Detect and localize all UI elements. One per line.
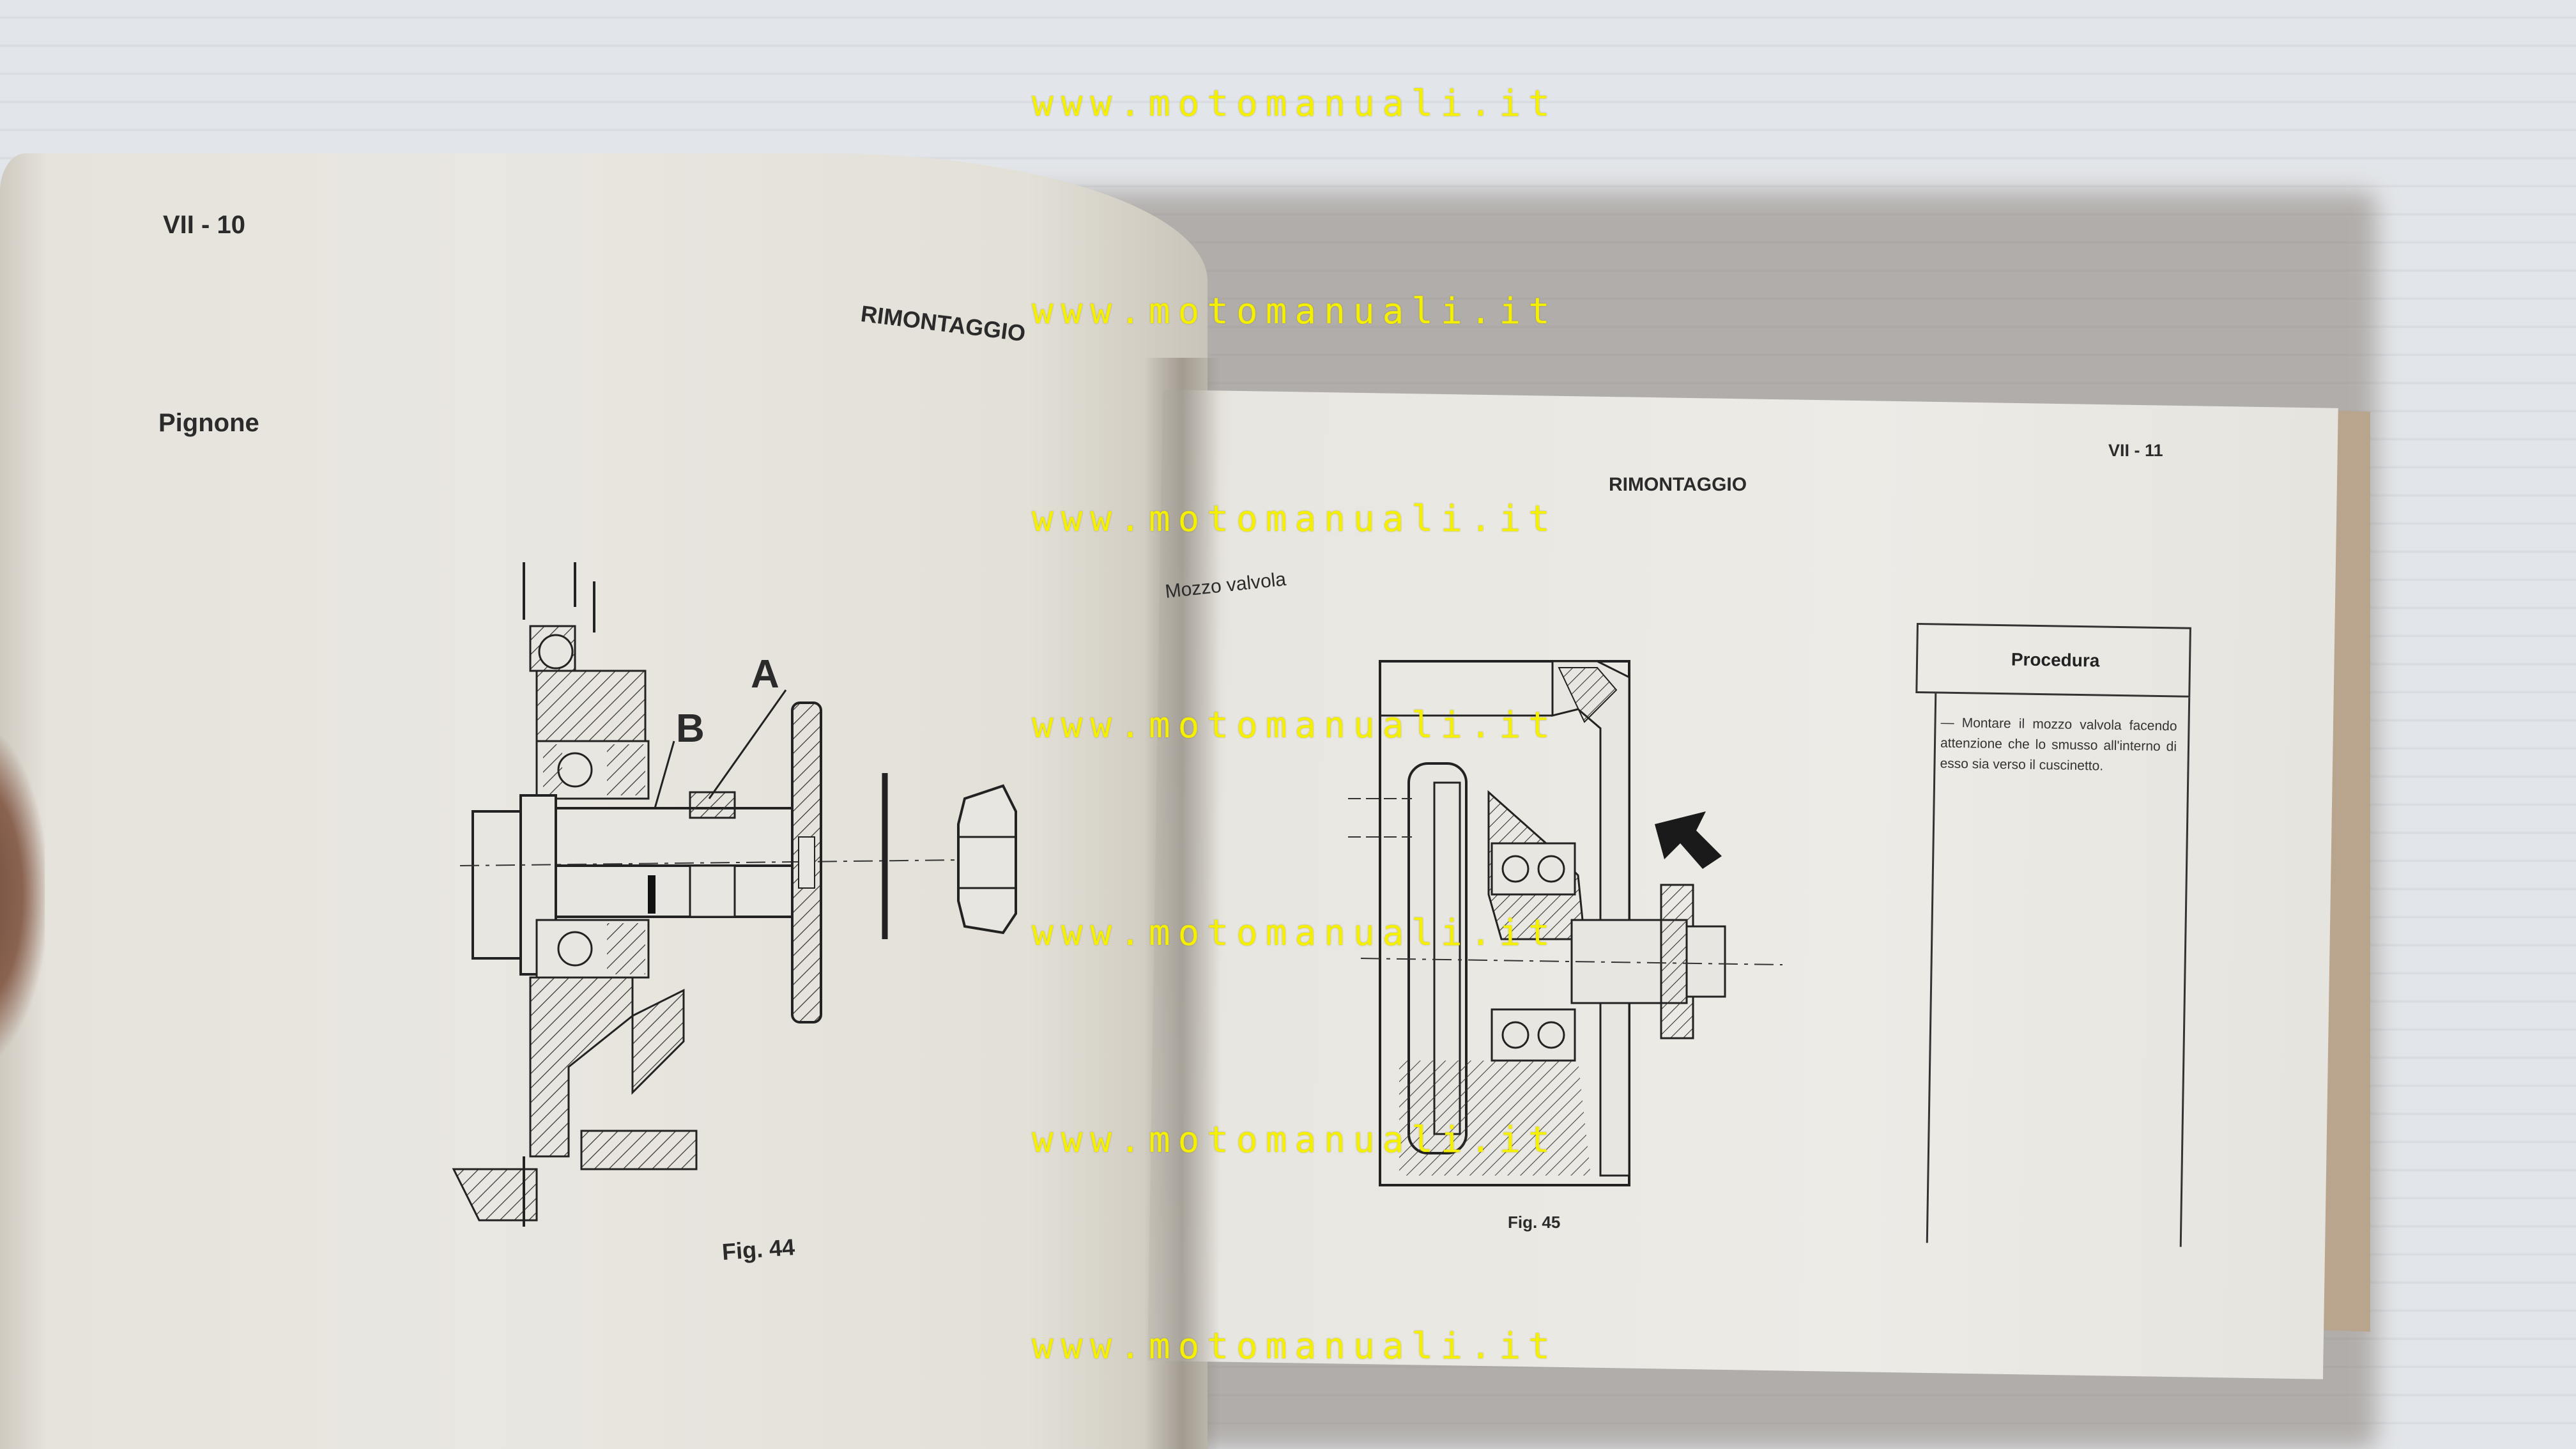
watermark-5: www.motomanuali.it [1032,912,1558,954]
book-gutter [1144,358,1220,1449]
procedure-title: Procedura [2011,649,2100,671]
holding-finger [0,728,45,1061]
watermark-6: www.motomanuali.it [1032,1119,1558,1161]
figure-45-drawing [1348,660,1783,1186]
watermark-7: www.motomanuali.it [1032,1326,1558,1367]
procedure-header: Procedura [1915,623,2191,698]
callout-a: A [751,652,779,696]
watermark-4: www.motomanuali.it [1032,705,1558,746]
right-section-title: RIMONTAGGIO [1609,474,1747,495]
left-page-number: VII - 10 [163,211,245,239]
figure-44-drawing [452,562,1017,1227]
procedure-box: Procedura — Montare il mozzo valvola fac… [1906,623,2191,1266]
figure-45-caption: Fig. 45 [1508,1213,1561,1232]
left-subsection-title: Pignone [158,409,259,437]
figure-44-caption: Fig. 44 [721,1234,796,1265]
watermark-3: www.motomanuali.it [1032,498,1558,540]
callout-b: B [676,707,705,751]
right-page-number: VII - 11 [2108,441,2163,460]
watermark-1: www.motomanuali.it [1032,83,1558,125]
watermark-2: www.motomanuali.it [1032,291,1558,332]
procedure-text: — Montare il mozzo valvola facendo atten… [1940,715,2177,774]
